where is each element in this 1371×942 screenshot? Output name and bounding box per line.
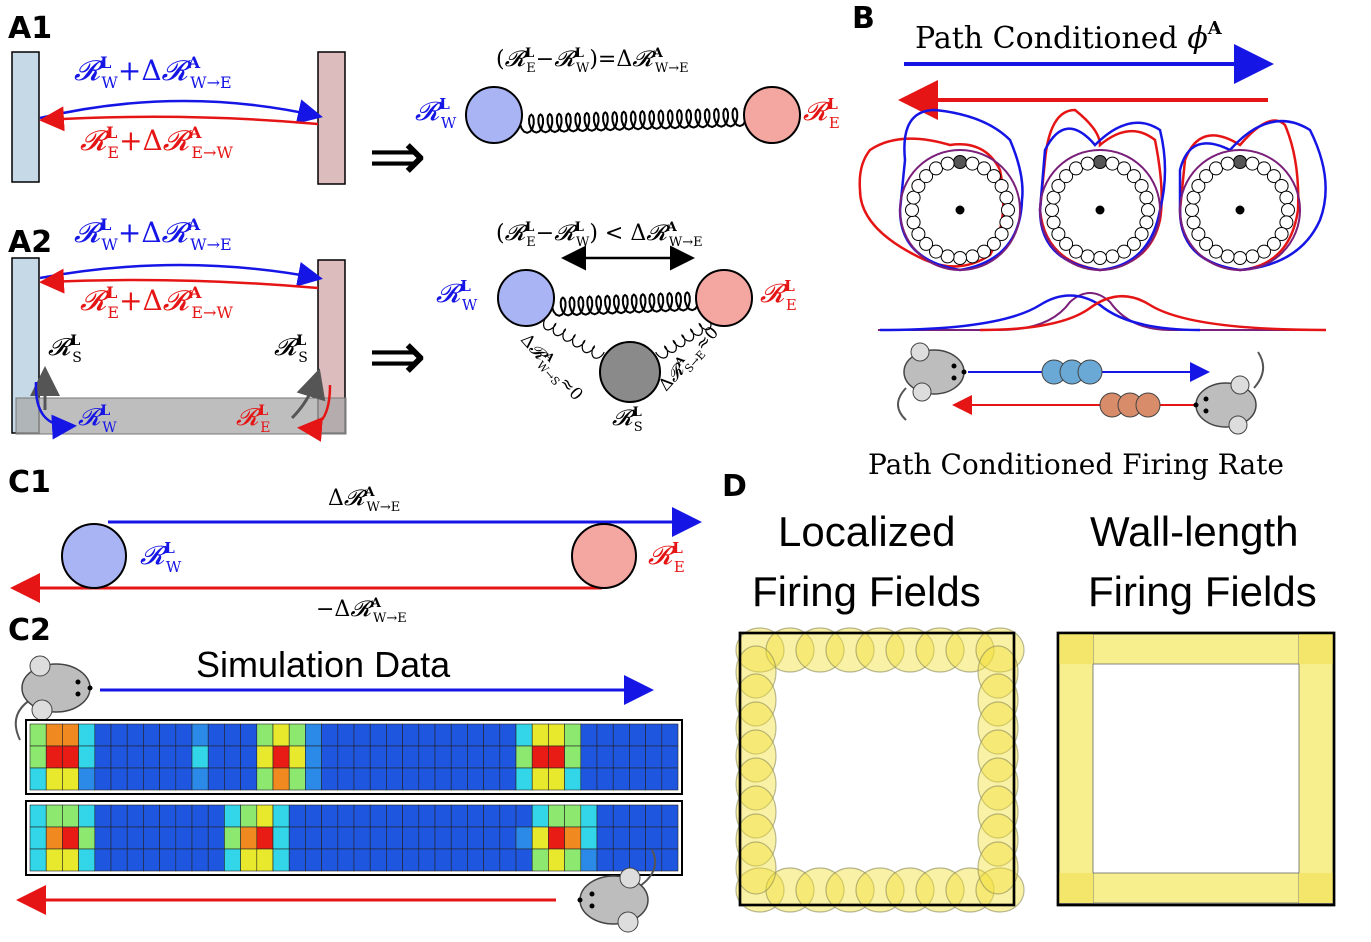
a1-arrow-w-to-e [39,99,323,124]
svg-text:𝓡LW+Δ𝓡AW→E: 𝓡LW+Δ𝓡AW→E [74,215,232,254]
b-caption: Path Conditioned Firing Rate [868,448,1284,481]
d-localized-line2: Firing Fields [752,568,981,615]
c1-west-node [61,523,127,589]
b-mouse-right [1193,351,1265,435]
svg-text:𝓡LW+Δ𝓡AW→E: 𝓡LW+Δ𝓡AW→E [74,53,232,92]
a2-ws-label: Δ𝓡AW→S≈0 [514,329,588,407]
a2-arrow-e-to-w [39,268,319,294]
svg-text:𝓡LW: 𝓡LW [415,95,457,132]
a1-arrow-e-to-w [39,106,319,132]
svg-text:𝓡LE: 𝓡LE [760,277,797,314]
south-node-a2 [599,341,661,403]
svg-text:𝓡LE: 𝓡LE [803,95,840,132]
d-localized-line1: Localized [778,508,955,555]
svg-text:Δ𝓡AW→S≈0: Δ𝓡AW→S≈0 [514,329,588,407]
svg-text:Path Conditioned ϕA: Path Conditioned ϕA [915,18,1223,56]
b-baseline [878,292,1326,331]
b-mouse-left [897,342,967,421]
east-node-a2 [695,269,753,327]
panel-label-b: B [852,1,875,36]
b-red-spike-3 [1135,392,1161,418]
svg-text:−Δ𝓡AW→E: −Δ𝓡AW→E [316,596,407,626]
d-localized-arena [735,627,1025,913]
c2-title: Simulation Data [196,644,451,685]
c2-mouse-top [14,655,93,741]
spring-a2 [550,291,700,317]
svg-text:(𝓡LE−𝓡LW)=Δ𝓡AW→E: (𝓡LE−𝓡LW)=Δ𝓡AW→E [496,46,689,76]
svg-text:Δ𝓡AS→E≈0: Δ𝓡AS→E≈0 [653,321,725,397]
panel-label-a1: A1 [8,11,52,46]
svg-text:Δ𝓡AW→E: Δ𝓡AW→E [328,485,400,515]
svg-text:𝓡LS: 𝓡LS [274,333,308,366]
panel-label-c2: C2 [8,613,51,648]
east-wall [317,51,346,185]
a2-gray-up-right [290,368,326,420]
b-red-rate [979,294,1327,332]
a2-red-curve [297,384,332,442]
svg-text:𝓡LS: 𝓡LS [48,333,82,366]
a2-blue-curve [34,381,77,440]
west-wall [11,51,40,183]
svg-text:𝓡LS: 𝓡LS [612,405,643,435]
svg-text:𝓡LE: 𝓡LE [648,539,685,576]
svg-text:𝓡LW: 𝓡LW [140,539,182,576]
panel-label-a2: A2 [8,225,52,260]
b-blue-rate [879,294,1201,332]
c2-heatmap-upper [25,719,683,795]
c1-east-node [571,523,637,589]
implies-arrow-1: ⇒ [368,115,427,197]
spring-a1 [518,107,748,134]
a2-se-label: Δ𝓡AS→E≈0 [653,321,725,397]
d-walllength-line2: Firing Fields [1088,568,1317,615]
b-blue-spike-3 [1077,359,1103,385]
east-node-a1 [743,86,801,144]
b-wheels [858,108,1327,272]
implies-arrow-2: ⇒ [368,315,427,397]
a2-arrow-w-to-e [39,262,323,287]
panel-label-c1: C1 [8,465,51,500]
c2-heatmap-lower [25,800,683,876]
south-wall-a2 [15,397,347,435]
svg-text:𝓡LW: 𝓡LW [436,277,478,314]
svg-text:(𝓡LE−𝓡LW) < Δ𝓡AW→E: (𝓡LE−𝓡LW) < Δ𝓡AW→E [496,220,703,250]
panel-label-d: D [722,469,747,504]
west-node-a2 [497,269,555,327]
spring-a2-ws [542,317,605,359]
c2-mouse-bottom [577,849,656,933]
b-title: Path Conditioned ϕA [915,18,1223,56]
d-walllength-arena [1056,631,1336,907]
d-walllength-line1: Wall-length [1090,508,1299,555]
spring-a2-se [655,317,712,359]
west-node-a1 [465,86,523,144]
